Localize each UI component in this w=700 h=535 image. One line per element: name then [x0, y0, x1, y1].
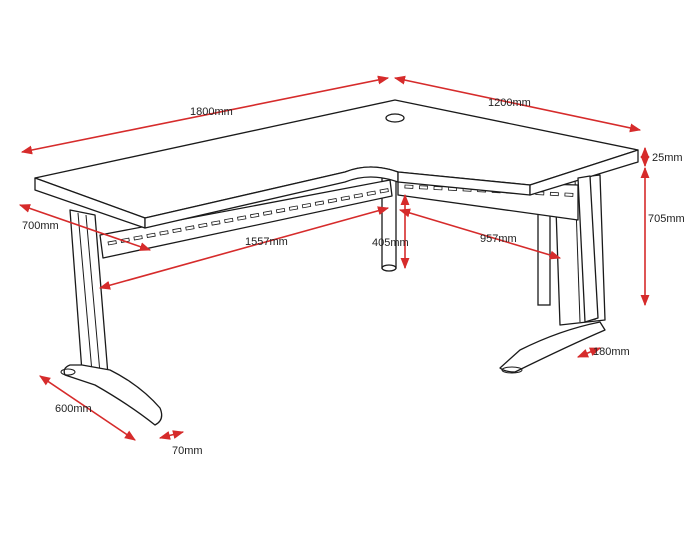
right-front-leg — [577, 175, 599, 323]
right-foot-width-label: 180mm — [593, 346, 630, 358]
foot-width-label: 70mm — [172, 445, 203, 457]
top-thickness-label: 25mm — [652, 152, 683, 164]
panel-slot — [366, 190, 376, 196]
panel-slot — [379, 188, 389, 194]
overall-height-label: 705mm — [648, 213, 685, 225]
panel-slot — [327, 198, 338, 204]
panel-slot — [404, 184, 414, 189]
panel-slot — [549, 191, 559, 197]
panel-slot — [433, 186, 443, 191]
top-length-label: 1800mm — [190, 106, 233, 118]
panel-slot — [418, 185, 428, 190]
foot-length-label: 600mm — [55, 403, 92, 415]
return-length-label: 1200mm — [488, 97, 531, 109]
dimension-lines — [18, 75, 650, 441]
cable-grommet-icon — [385, 113, 405, 123]
return-inner-label: 957mm — [480, 233, 517, 245]
depth-label: 700mm — [22, 220, 59, 232]
panel-slot — [353, 193, 363, 199]
inner-length-label: 1557mm — [245, 236, 288, 248]
corner-leg-height-label: 405mm — [372, 237, 409, 249]
panel-slot — [314, 200, 325, 206]
panel-slot — [564, 192, 574, 197]
panel-slot — [340, 195, 351, 201]
dimension-labels: 1800mm 1200mm 25mm 705mm 700mm 1557mm 40… — [22, 97, 685, 457]
